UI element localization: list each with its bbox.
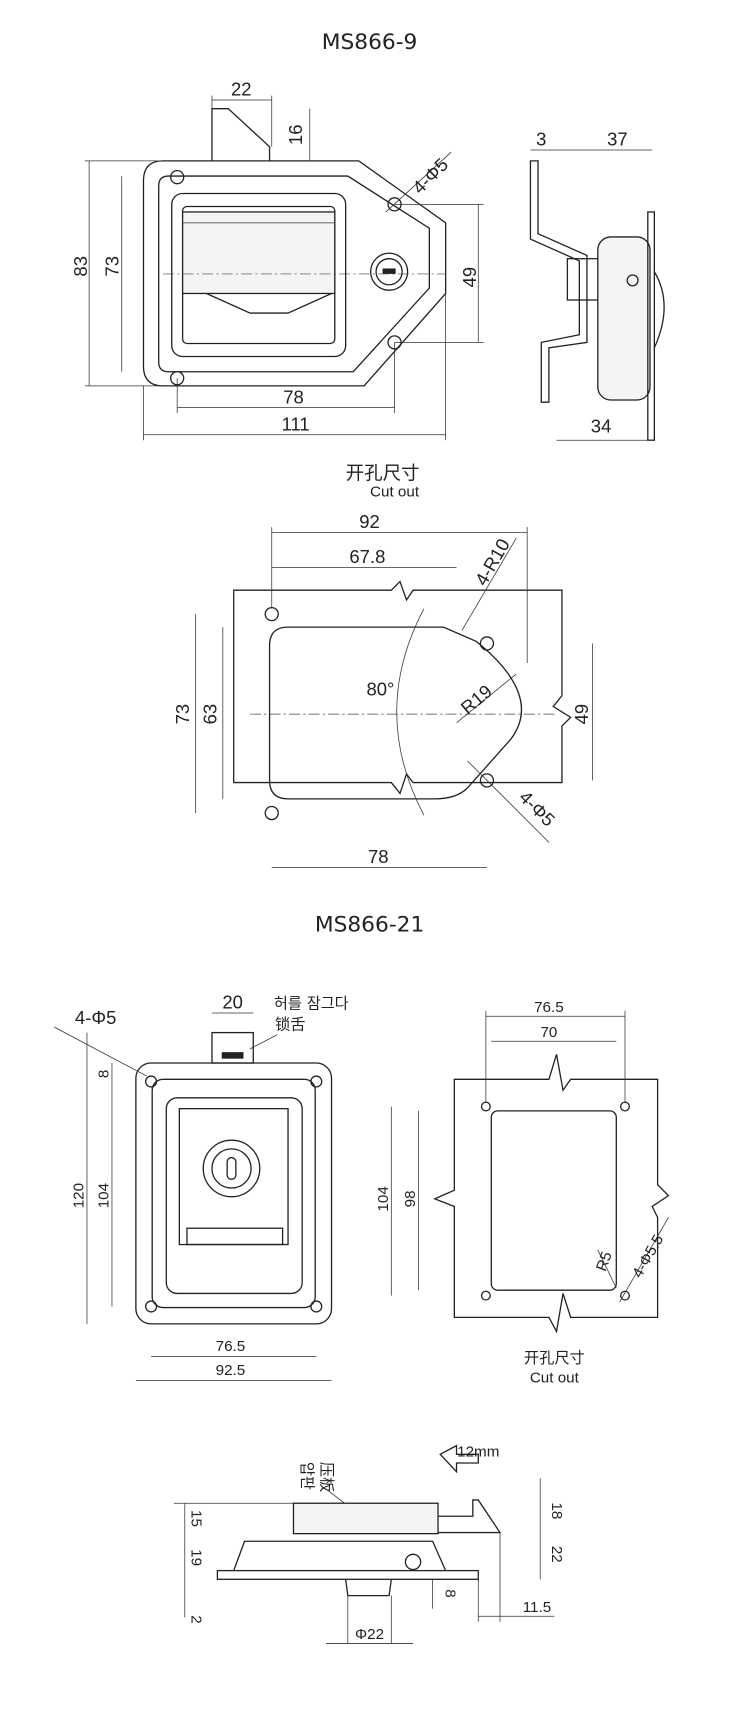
dim-r5: R5	[593, 1249, 616, 1273]
dim-20: 20	[222, 992, 243, 1013]
stroke-12mm: 12mm	[457, 1443, 499, 1460]
cutout-ms866-9: 92 67.8 4-R10 80° R19 73 63 49 4-Φ5 78	[172, 511, 593, 868]
side-view-ms866-9: 3 37 34	[529, 129, 665, 441]
dim-3: 3	[536, 129, 546, 150]
latch-label-ko: 허를 잠그다	[274, 995, 349, 1013]
dim-16: 16	[285, 125, 306, 146]
dim-73: 73	[101, 256, 122, 277]
cutout-ms866-21: 76.5 70 104 98 R5 4-Φ5.5 开孔尺寸 Cut out	[375, 999, 670, 1387]
angle-80: 80°	[366, 679, 394, 700]
dim-4-phi5-5: 4-Φ5.5	[629, 1232, 667, 1281]
dim-19: 19	[187, 1549, 204, 1566]
plate-label-cn: 压板	[318, 1462, 336, 1492]
dim-76-5: 76.5	[216, 1338, 246, 1355]
front-view-ms866-21: 4-Φ5 20 허를 잠그다 锁舌 8 120 104 76.5 92.5	[54, 992, 349, 1381]
dim-4-r10: 4-R10	[471, 535, 514, 589]
dim-92: 92	[359, 511, 380, 532]
dim-15: 15	[187, 1510, 204, 1527]
cutout-title-en: Cut out	[370, 484, 420, 501]
dim-78: 78	[283, 386, 304, 407]
dim-4-phi5-2: 4-Φ5	[75, 1007, 116, 1028]
dim-18: 18	[548, 1502, 565, 1519]
cutout2-title-en: Cut out	[530, 1370, 580, 1387]
dim-92-5: 92.5	[216, 1362, 246, 1379]
dim-dia-22: Φ22	[355, 1626, 384, 1643]
dim-98: 98	[402, 1190, 419, 1207]
model-title-ms866-9: MS866-9	[322, 30, 418, 55]
front-view-ms866-9: 22 16 4-Φ5 83 73 49 78 111	[70, 79, 484, 441]
dim-49: 49	[459, 267, 480, 288]
dim-49-cut: 49	[571, 704, 592, 725]
side-view-ms866-21: 12mm 압판 压板 15 19 2 18 22 8 11.5 Φ22	[173, 1443, 565, 1644]
dim-120: 120	[71, 1183, 88, 1208]
dim-111: 111	[282, 413, 310, 434]
dim-34: 34	[591, 416, 612, 437]
plate-label-ko: 압판	[298, 1462, 316, 1490]
dim-73-cut: 73	[172, 704, 193, 725]
dim-78-cut: 78	[368, 846, 389, 867]
dim-8-side: 8	[442, 1589, 459, 1597]
dim-22: 22	[231, 79, 252, 100]
dim-4-phi5-cut: 4-Φ5	[515, 786, 559, 830]
dim-11-5: 11.5	[523, 1599, 551, 1616]
dim-22-side: 22	[548, 1546, 565, 1563]
dim-76-5-cut: 76.5	[534, 999, 564, 1016]
dim-83: 83	[70, 256, 91, 277]
dim-r19: R19	[457, 680, 496, 718]
cutout-title-cn: 开孔尺寸	[346, 463, 420, 484]
model-title-ms866-21: MS866-21	[315, 912, 424, 937]
dim-8: 8	[96, 1070, 113, 1078]
dim-70: 70	[540, 1024, 557, 1041]
latch-label-cn: 锁舌	[275, 1015, 305, 1033]
dim-104: 104	[96, 1182, 113, 1208]
dim-104-cut: 104	[375, 1186, 392, 1212]
cutout2-title-cn: 开孔尺寸	[524, 1349, 585, 1367]
dim-2: 2	[187, 1615, 204, 1623]
dim-67-8: 67.8	[349, 546, 385, 567]
dim-63: 63	[199, 704, 220, 725]
dim-37: 37	[607, 129, 628, 150]
dim-4-phi5: 4-Φ5	[408, 154, 452, 198]
